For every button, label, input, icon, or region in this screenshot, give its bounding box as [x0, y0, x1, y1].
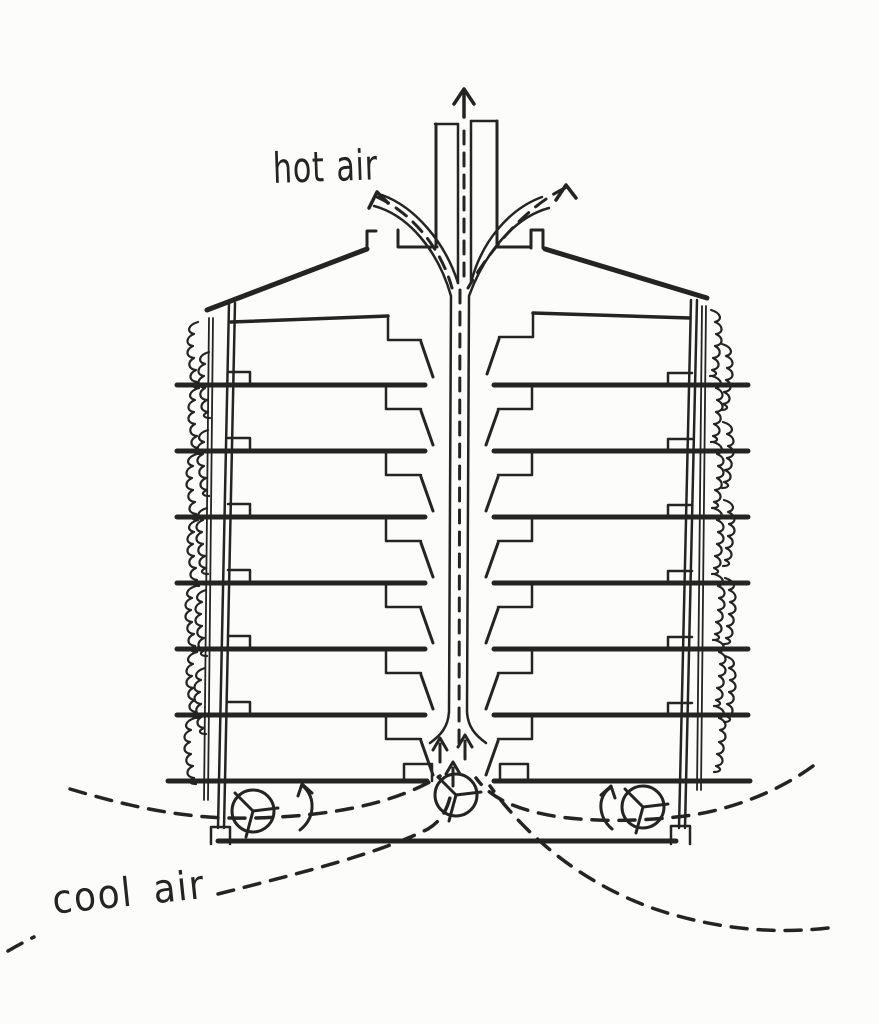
roof-slope-left: [204, 246, 370, 313]
cool-air-stream-lower-left: [216, 786, 454, 896]
floor-slab: [177, 372, 433, 445]
exhaust-duct-left-inner: [380, 193, 460, 285]
footing-left: [209, 825, 232, 846]
roof: [204, 228, 710, 313]
floor-slab: [486, 439, 748, 511]
fan-rotor-icon: [620, 784, 670, 835]
top-ceiling-right: [485, 311, 692, 376]
up-arrow-icon: [367, 190, 390, 210]
floor-slab: [177, 702, 433, 775]
roof-slope-right: [542, 246, 710, 301]
rotation-arrow-icon: [296, 782, 314, 832]
vegetation-scribble-icon: [708, 308, 723, 378]
floor-slabs-right: [486, 373, 748, 775]
hot-air-flow: [367, 87, 578, 752]
roof-parapet-notch-left: [365, 229, 378, 251]
footing-right: [669, 824, 692, 846]
cool-air-flow: [6, 764, 830, 953]
chimney-stack: [433, 119, 499, 285]
wall-right: [677, 298, 699, 830]
fan-rotor-icon: [230, 788, 280, 839]
up-arrow-icon: [456, 733, 474, 761]
floor-slab: [177, 438, 433, 511]
up-arrow-icon: [431, 736, 449, 764]
cool-air-stream-lower-left-start: [6, 935, 36, 953]
wall-left: [216, 301, 237, 830]
vegetation-right: [708, 308, 737, 774]
shaft-wall-left: [372, 204, 453, 745]
floor-slab: [177, 570, 433, 643]
floor-slab: [177, 636, 433, 709]
up-arrow-icon: [452, 87, 476, 119]
fan-rotor-icon: [433, 772, 483, 823]
top-ceiling-left: [229, 314, 435, 379]
intake-fans: [230, 772, 670, 839]
floor-slab: [486, 637, 748, 709]
cool-air-stream-upper-left: [68, 774, 442, 820]
hot-air-label: hot air: [272, 140, 379, 193]
up-arrow-icon: [444, 760, 462, 788]
cool-air-stream-lower-right: [488, 784, 830, 933]
roof-parapet-notch-right: [529, 228, 545, 250]
shaft-airflow-dashes: [457, 288, 462, 752]
trellis-left: [203, 317, 214, 801]
ventilation-shaft: [372, 193, 551, 745]
trellis-right: [696, 305, 707, 791]
floor-slabs-left: [177, 372, 433, 775]
shaft-wall-right: [465, 206, 551, 745]
floor-slab: [486, 505, 748, 577]
floor-slab: [486, 571, 748, 643]
rotation-arrow-icon: [599, 784, 617, 831]
floor-slab: [486, 373, 748, 445]
vegetation-scribble-icon: [186, 320, 201, 390]
cool-air-stream-upper-right: [474, 764, 815, 823]
ground-floor: [165, 762, 753, 846]
intake-arrows: [431, 733, 474, 788]
up-arrow-icon: [554, 183, 578, 202]
exhaust-duct-right-inner: [469, 195, 544, 285]
floor-slab: [177, 504, 433, 577]
